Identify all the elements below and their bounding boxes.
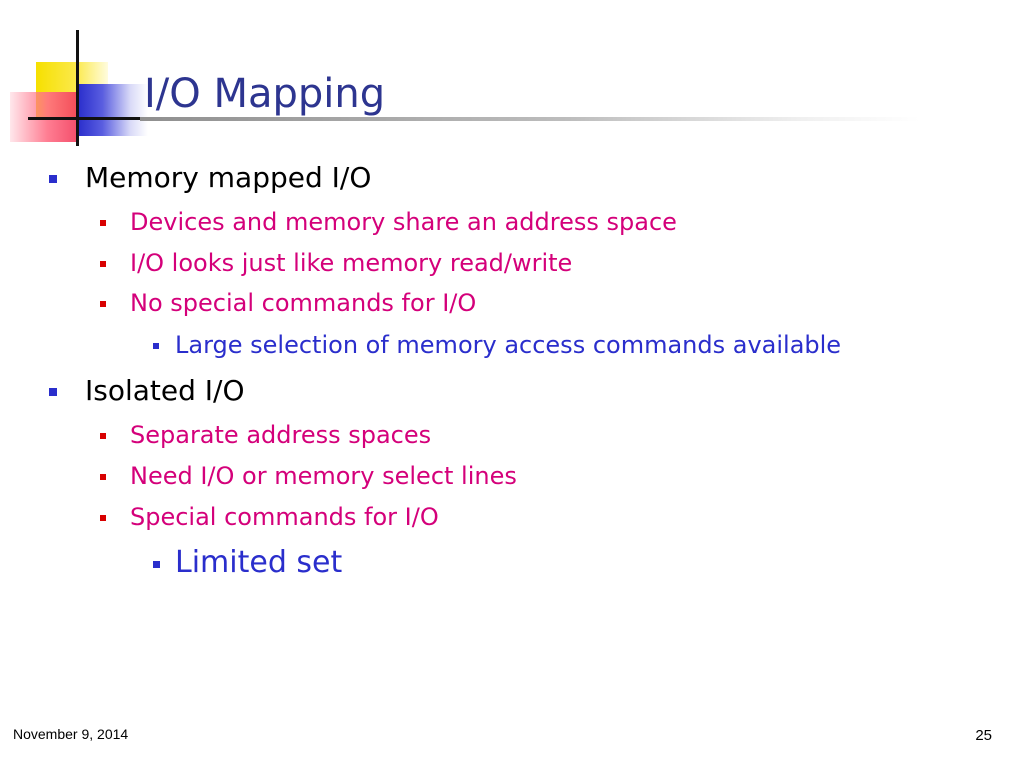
list-subitem-text: Limited set [175,545,343,580]
square-bullet-icon [100,433,106,439]
list-item-text: Separate address spaces [130,421,432,449]
list-item: Need I/O or memory select lines [100,461,517,491]
slide-content: Memory mapped I/O Devices and memory sha… [49,161,842,581]
section-heading: Memory mapped I/O [85,161,372,194]
page-number: 25 [975,727,992,744]
title-underline [140,117,920,121]
list-item-text: No special commands for I/O [130,289,477,317]
section-isolated: Isolated I/O [49,374,245,408]
list-item-text: Special commands for I/O [130,503,439,531]
square-bullet-icon [49,388,57,396]
list-item-text: Need I/O or memory select lines [130,462,517,490]
list-item: Devices and memory share an address spac… [100,207,677,237]
slide-title: I/O Mapping [144,71,386,117]
list-item: Separate address spaces [100,420,432,450]
section-memory-mapped: Memory mapped I/O [49,161,372,195]
logo-horizontal-line [28,117,158,120]
list-item: Special commands for I/O [100,502,439,532]
square-bullet-icon [49,175,57,183]
square-bullet-icon [100,474,106,480]
list-subitem: Limited set [153,545,343,581]
list-subitem: Large selection of memory access command… [153,330,842,360]
square-bullet-icon [100,301,106,307]
list-item-text: I/O looks just like memory read/write [130,249,573,277]
square-bullet-icon [100,261,106,267]
square-bullet-icon [100,220,106,226]
logo-vertical-line [76,30,79,146]
section-heading: Isolated I/O [85,374,245,407]
list-subitem-text: Large selection of memory access command… [175,331,842,359]
list-item-text: Devices and memory share an address spac… [130,208,677,236]
list-item: No special commands for I/O [100,288,477,318]
square-bullet-icon [153,561,160,568]
square-bullet-icon [153,343,159,349]
logo-blue-square [78,84,148,136]
square-bullet-icon [100,515,106,521]
list-item: I/O looks just like memory read/write [100,248,573,278]
footer-date: November 9, 2014 [13,726,129,742]
